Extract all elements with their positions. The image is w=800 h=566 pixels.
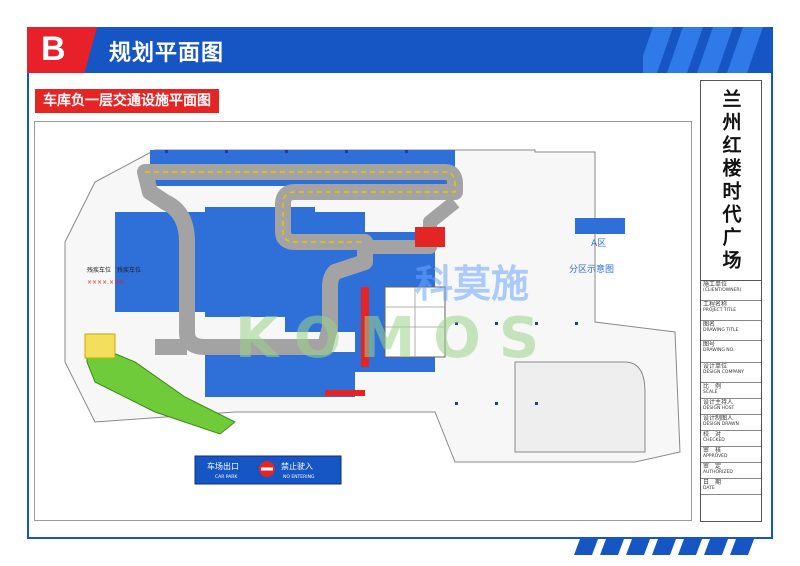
- page-title: 规划平面图: [109, 41, 225, 66]
- green-ramp: [86, 341, 236, 435]
- exit-sign: 车场出口 CAR PARK 禁止驶入 NO ENTERING: [194, 455, 342, 485]
- curved-ramp: [514, 361, 646, 453]
- watermark-cn: 科莫施: [415, 262, 529, 306]
- hatched-zone: [84, 333, 116, 359]
- zone-legend-swatch: [575, 218, 625, 234]
- footer-stripes-decoration: [574, 539, 754, 555]
- watermark-en: KOMOS: [235, 306, 557, 371]
- section-letter: B: [41, 30, 66, 68]
- header-bar: B 规划平面图: [27, 27, 773, 73]
- elevation-note: ××××.××m: [87, 279, 125, 286]
- parking-floor-plan: A区 分区示意图 残疾车位 残疾车位 ××××.××m 科莫施 KOMOS 车场…: [34, 121, 692, 521]
- road-center-line: [145, 171, 456, 243]
- no-entry-cn: 禁止驶入: [281, 461, 313, 471]
- drawing-subtitle: 车库负一层交通设施平面图: [35, 89, 219, 113]
- tb-row-client: 施工单位(CLIENT/OWNER): [701, 281, 761, 301]
- disabled-parking-label-1: 残疾车位: [87, 266, 111, 274]
- section-badge: B: [27, 27, 97, 73]
- red-wall-south: [325, 390, 365, 396]
- project-name: 兰州红楼时代广场: [719, 88, 742, 273]
- zone-label: A区: [591, 238, 606, 249]
- exit-sign-en: CAR PARK: [215, 474, 238, 480]
- floor-plan-svg: A区 分区示意图 残疾车位 残疾车位 ××××.××m 科莫施 KOMOS 车场…: [64, 149, 681, 485]
- structural-columns: [165, 150, 578, 405]
- no-entry-en: NO ENTERING: [283, 474, 315, 480]
- red-wall-north: [415, 227, 445, 247]
- exit-sign-cn: 车场出口: [207, 461, 239, 471]
- parking-zone-south: [205, 352, 355, 397]
- disabled-parking-label-2: 残疾车位: [117, 266, 141, 274]
- red-wall-east: [361, 287, 369, 367]
- header-stripes-decoration: [643, 27, 763, 73]
- zone-legend-text: 分区示意图: [569, 263, 614, 275]
- project-name-box: 兰州红楼时代广场: [701, 81, 761, 281]
